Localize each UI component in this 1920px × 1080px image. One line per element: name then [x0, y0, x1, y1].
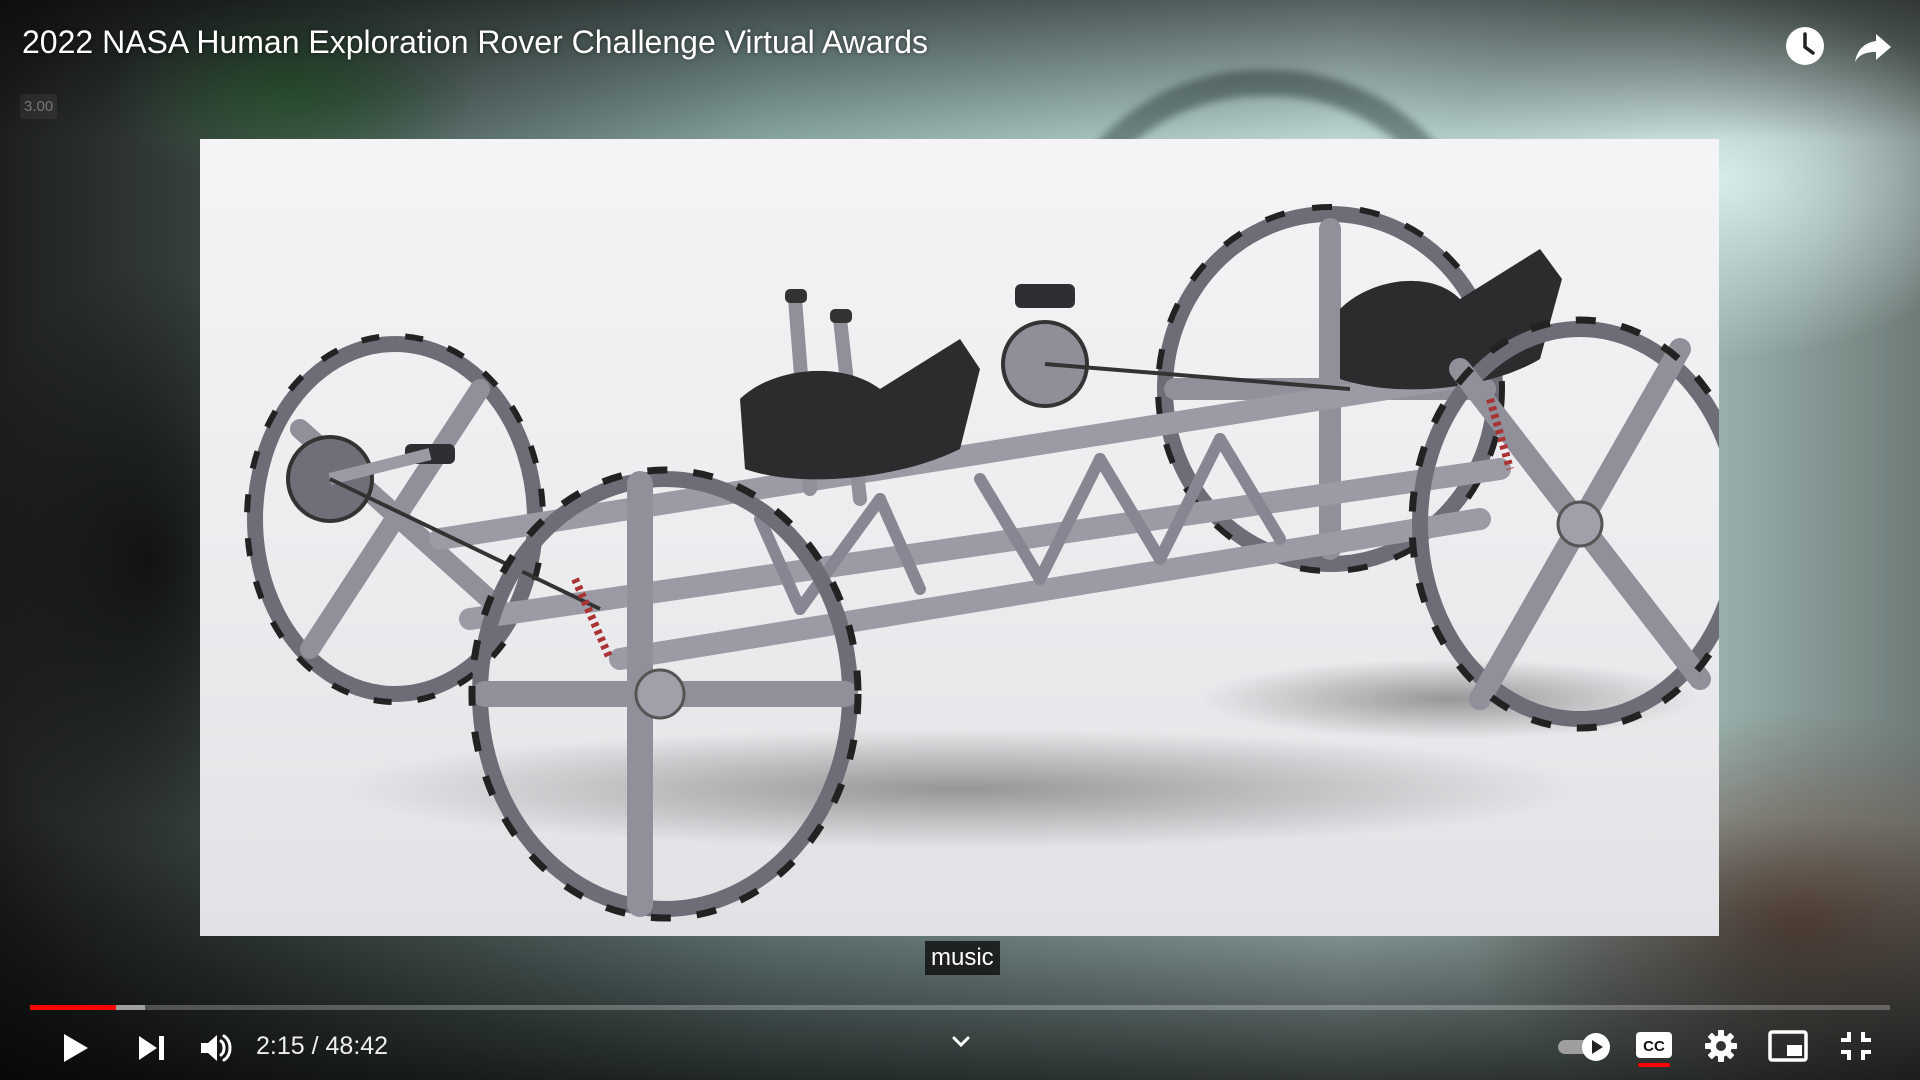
captions-button[interactable]: CC — [1635, 1030, 1673, 1060]
next-button[interactable] — [132, 1028, 172, 1068]
time-separator: / — [304, 1032, 326, 1060]
autoplay-toggle-icon — [1558, 1033, 1610, 1061]
mute-button[interactable] — [196, 1028, 236, 1068]
playback-speed-badge: 3.00 — [20, 94, 58, 119]
captions-active-indicator — [1638, 1063, 1670, 1067]
duration: 48:42 — [325, 1032, 389, 1060]
play-icon — [64, 1034, 88, 1062]
svg-text:CC: CC — [1643, 1038, 1665, 1055]
exit-fullscreen-icon — [1841, 1032, 1871, 1060]
play-button[interactable] — [54, 1028, 94, 1068]
chapters-toggle[interactable] — [945, 1030, 977, 1054]
share-arrow-icon — [1855, 34, 1891, 62]
progress-bar[interactable] — [30, 1005, 1890, 1010]
chevron-down-icon — [952, 1036, 970, 1048]
share-button[interactable] — [1849, 22, 1897, 70]
video-title[interactable]: 2022 NASA Human Exploration Rover Challe… — [22, 24, 928, 60]
cc-icon: CC — [1636, 1032, 1672, 1058]
slide-rover-render — [200, 139, 1719, 936]
progress-played — [30, 1005, 116, 1010]
autoplay-toggle[interactable] — [1556, 1030, 1614, 1064]
current-time: 2:15 — [256, 1032, 305, 1060]
volume-icon — [201, 1034, 232, 1062]
gear-icon — [1705, 1030, 1737, 1062]
miniplayer-button[interactable] — [1768, 1029, 1808, 1063]
caption-text: music — [925, 941, 1000, 975]
clock-icon — [1786, 27, 1824, 65]
top-gradient — [0, 0, 1920, 140]
exit-fullscreen-button[interactable] — [1838, 1029, 1874, 1063]
settings-button[interactable] — [1702, 1027, 1740, 1065]
miniplayer-icon — [1768, 1030, 1808, 1062]
rover-cad-illustration — [244, 204, 1719, 922]
watch-later-button[interactable] — [1781, 22, 1829, 70]
time-display: 2:15 / 48:42 — [256, 1031, 388, 1061]
skip-next-icon — [139, 1036, 164, 1060]
